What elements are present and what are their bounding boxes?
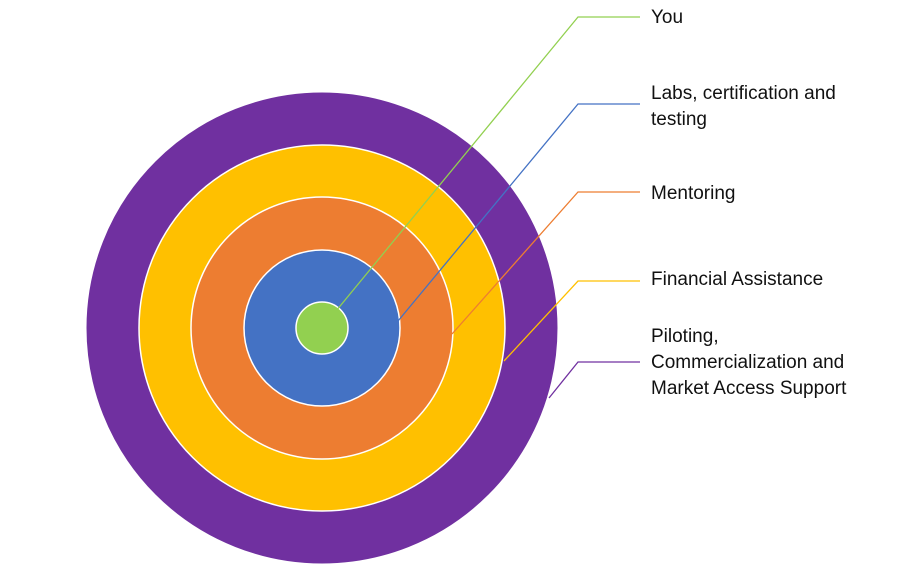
label-mentoring: Mentoring [651, 183, 736, 204]
leader-line-financial [503, 280, 640, 362]
leader-line-piloting [548, 361, 640, 399]
leader-line-you [321, 16, 640, 329]
leader-line-labs [397, 103, 640, 322]
label-you: You [651, 7, 684, 28]
label-labs-certification-testing: Labs, certification and testing [651, 83, 836, 130]
leader-line-mentoring [451, 191, 640, 335]
label-piloting-commercialization: Piloting, Commercialization and Market A… [651, 326, 847, 399]
label-financial-assistance: Financial Assistance [651, 269, 824, 290]
